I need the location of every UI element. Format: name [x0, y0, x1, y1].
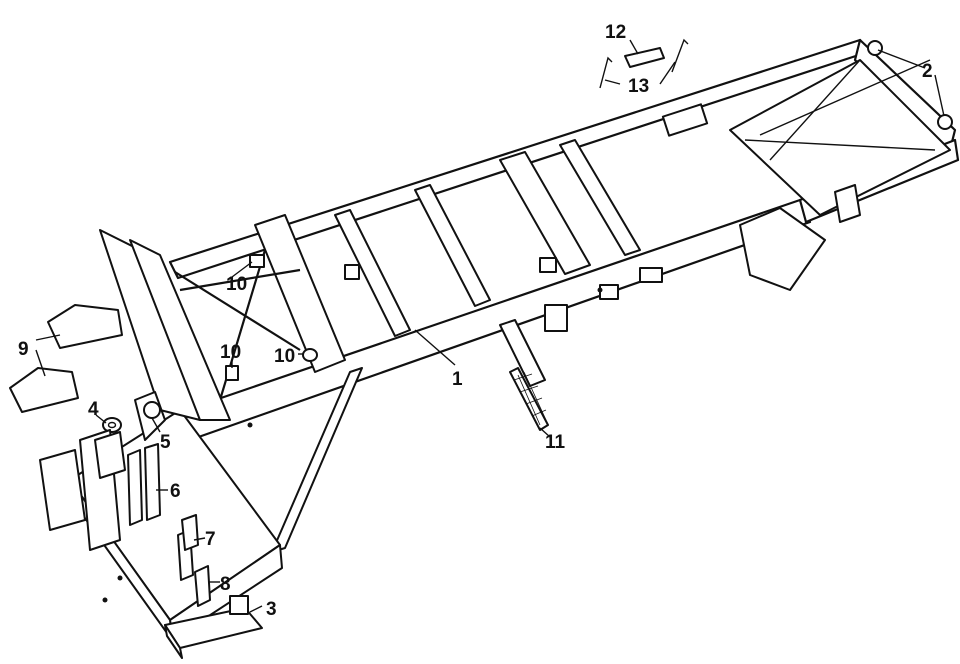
callout-7: 7 [205, 529, 216, 550]
callout-4: 4 [88, 399, 99, 420]
part-10-bushings [225, 254, 318, 381]
callout-9: 9 [18, 339, 29, 360]
front-mast-assembly [39, 429, 126, 551]
part-6-plates [127, 443, 161, 526]
callout-11: 11 [545, 432, 566, 453]
part-7-bracket [177, 514, 199, 581]
callout-13: 13 [628, 76, 649, 97]
part-8-bracket [194, 565, 211, 607]
callout-1: 1 [452, 369, 463, 390]
main-frame [69, 38, 960, 641]
callout-10-right: 10 [274, 346, 295, 367]
part-2-caps [867, 40, 953, 130]
part-9-gussets [9, 304, 123, 413]
callout-2: 2 [922, 61, 933, 82]
part-3-foot [164, 595, 263, 659]
callout-10-middle: 10 [220, 342, 241, 363]
callout-10-upper: 10 [226, 274, 247, 295]
part-5-clamp [134, 391, 166, 441]
callout-12: 12 [605, 22, 626, 43]
leader-lines [35, 39, 945, 613]
callout-5: 5 [160, 432, 171, 453]
part-11-mesh-screen [509, 367, 549, 431]
part-12-clip-bar [624, 47, 665, 68]
part-4-washer [102, 417, 122, 433]
callout-3: 3 [266, 599, 277, 620]
callout-6: 6 [170, 481, 181, 502]
callout-8: 8 [220, 574, 231, 595]
callout-labels: 1 2 3 4 5 6 7 8 9 10 10 10 11 12 13 [18, 22, 933, 620]
part-13-spring-pins [599, 38, 689, 89]
